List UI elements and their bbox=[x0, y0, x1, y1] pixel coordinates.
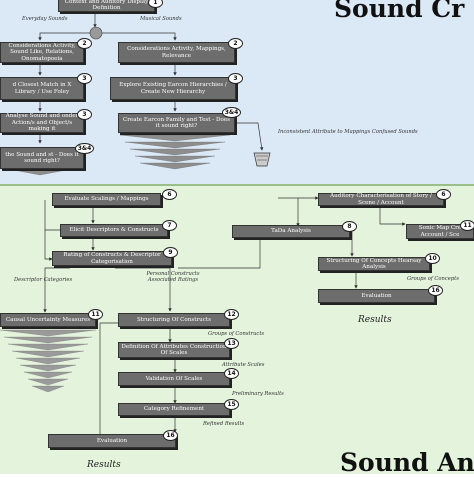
considerations-everyday-box: Considerations Activity, Sound Like, Rel… bbox=[0, 42, 84, 63]
validation-scales-box: Validation Of Scales bbox=[118, 372, 230, 386]
descriptor-categories-label: Descriptor Categories bbox=[14, 277, 73, 283]
step-badge: 11 bbox=[460, 220, 474, 231]
rating-constructs-box: Rating of Constructs & Descriptor Catego… bbox=[52, 251, 172, 266]
auditory-characterisation-box: Auditory Characterisation of Story / Sce… bbox=[318, 193, 444, 206]
step-badge: 6 bbox=[162, 189, 177, 200]
refined-results-label: Refined Results bbox=[203, 421, 245, 427]
panel-divider bbox=[0, 184, 474, 186]
earcon-cup-icon bbox=[253, 152, 271, 167]
step-badge: 16 bbox=[163, 430, 178, 441]
everyday-sounds-label: Everyday Sounds bbox=[22, 16, 68, 22]
groups-of-constructs-label: Groups of Constructs bbox=[208, 331, 265, 337]
context-definition-box: Context and Auditory Display Definition bbox=[58, 0, 155, 12]
musical-sounds-label: Musical Sounds bbox=[140, 16, 182, 22]
step-badge: 3 bbox=[77, 73, 92, 84]
step-badge: 8 bbox=[342, 221, 357, 232]
results-left-label: Results bbox=[87, 460, 121, 470]
inconsistent-mappings-label: Inconsistent Attribute to Mappings Confu… bbox=[278, 129, 418, 135]
evaluate-scalings-box: Evaluate Scalings / Mappings bbox=[52, 193, 161, 206]
results-right-label: Results bbox=[358, 315, 392, 325]
test-sound-box: the Sound and st - Does it sound right? bbox=[0, 147, 84, 169]
preliminary-results-label: Preliminary Results bbox=[232, 391, 284, 397]
structuring-concepts-box: Structuring Of Concepts Hearsay Analysis bbox=[318, 257, 430, 271]
closest-match-box: d Closest Match in X Library / Use Foley bbox=[0, 77, 84, 100]
step-badge: 7 bbox=[162, 220, 177, 231]
structuring-constructs-box: Structuring Of Constructs bbox=[118, 313, 230, 327]
step-badge: 1 bbox=[148, 0, 163, 8]
considerations-musical-box: Considerations Activity, Mappings, Relev… bbox=[118, 42, 235, 63]
step-badge: 12 bbox=[224, 309, 239, 320]
personal-constructs-label: Personal Constructs Associated Ratings bbox=[146, 271, 200, 283]
step-badge: 14 bbox=[224, 368, 239, 379]
step-badge: 6 bbox=[436, 189, 451, 200]
step-badge: 10 bbox=[425, 253, 440, 264]
category-refinement-box: Category Refinement bbox=[118, 403, 230, 416]
step-badge: 9 bbox=[163, 247, 178, 258]
sonic-map-box: Sonic Map Cre Account / Sce bbox=[406, 224, 474, 239]
step-badge: 3&4 bbox=[75, 143, 94, 154]
step-badge: 11 bbox=[88, 309, 103, 320]
step-badge: 3 bbox=[77, 109, 92, 120]
decision-node bbox=[89, 26, 103, 40]
evaluation-left-box: Evaluation bbox=[48, 434, 176, 448]
create-earcon-box: Create Earcon Family and Test - Does it … bbox=[118, 113, 235, 133]
step-badge: 3&4 bbox=[222, 107, 241, 118]
tada-analysis-box: TaDa Analysis bbox=[232, 225, 350, 238]
step-badge: 16 bbox=[428, 285, 443, 296]
attribute-scales-label: Attribute Scales bbox=[222, 362, 265, 368]
explore-hierarchies-box: Explore Existing Earcon Hierarchies / Cr… bbox=[110, 77, 236, 100]
evaluation-right-box: Evaluation bbox=[318, 289, 435, 303]
step-badge: 3 bbox=[228, 73, 243, 84]
causal-uncertainty-box: Causal Uncertainty Measures bbox=[0, 313, 96, 327]
definition-attributes-box: Definition Of Attributes Construction Of… bbox=[118, 342, 230, 358]
step-badge: 13 bbox=[224, 338, 239, 349]
step-badge: 15 bbox=[224, 399, 239, 410]
step-badge: 2 bbox=[228, 38, 243, 49]
groups-of-concepts-label: Groups of Concepts bbox=[407, 276, 459, 282]
step-badge: 2 bbox=[77, 38, 92, 49]
analyse-sound-box: Analyse Sound and onder Action/s and Obj… bbox=[0, 113, 84, 133]
elicit-descriptors-box: Elicit Descriptors & Constructs bbox=[60, 224, 168, 237]
sound-analysis-title: Sound An bbox=[340, 448, 474, 477]
sound-creation-title: Sound Cr bbox=[334, 0, 465, 23]
